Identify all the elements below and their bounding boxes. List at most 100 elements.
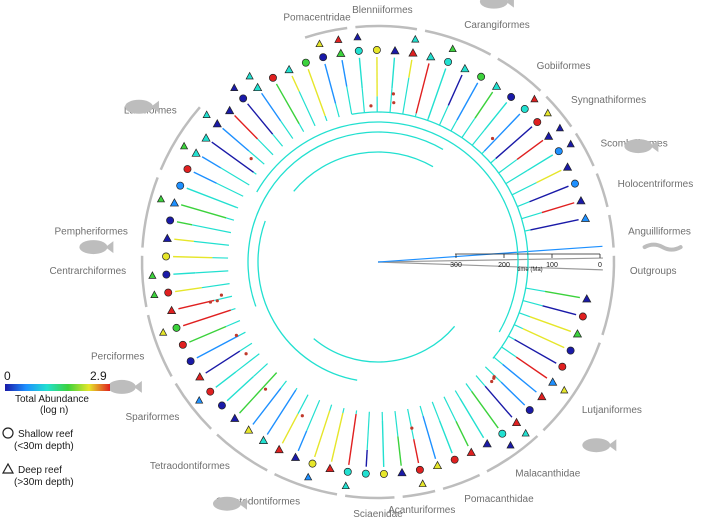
tip-branch [342, 60, 347, 86]
clade-label-7: Anguilliformes [628, 226, 691, 237]
stem-branch [258, 139, 273, 155]
shallow-reef-marker [187, 358, 194, 365]
node-dot [264, 388, 267, 391]
deep-reef-marker [549, 378, 557, 385]
stem-branch [343, 408, 344, 413]
stem-branch [254, 364, 268, 377]
deep-reef-marker [409, 49, 417, 56]
tip-branch [409, 60, 412, 78]
shallow-reef-marker [534, 118, 541, 125]
stem-branch [236, 354, 259, 372]
tip-branch [223, 128, 249, 151]
tip-branch [457, 83, 478, 120]
node-dot [491, 137, 494, 140]
shallow-reef-label: Shallow reef [18, 429, 73, 440]
shallow-reef-marker [173, 324, 180, 331]
clade-label-11: Pomacanthidae [464, 494, 534, 505]
time-tick-label: 0 [598, 262, 602, 269]
stem-branch [519, 313, 530, 317]
deep-reef-marker [567, 140, 574, 147]
stem-branch [455, 391, 460, 399]
stem-branch [237, 207, 238, 208]
stem-branch [502, 347, 517, 357]
stem-branch [462, 118, 475, 137]
clade-ring-10 [487, 436, 537, 471]
deep-reef-marker [522, 430, 529, 437]
deep-reef-marker [181, 142, 188, 149]
tip-branch [485, 386, 512, 417]
deep-reef-marker [316, 40, 323, 47]
deep-reef-marker [254, 83, 262, 90]
stem-branch [485, 367, 501, 382]
tip-branch [529, 186, 568, 202]
tip-branch [175, 288, 202, 292]
deep-reef-marker [213, 120, 221, 127]
clade-ring-19 [142, 177, 157, 247]
shallow-reef-marker [165, 289, 172, 296]
shallow-reef-marker [521, 105, 528, 112]
tip-branch [315, 411, 330, 457]
tip-branch [530, 220, 578, 230]
time-tick-label: 300 [450, 262, 462, 269]
deep-reef-marker [544, 109, 551, 116]
tip-branch [439, 420, 452, 453]
deep-reef-marker [507, 442, 514, 449]
legend: 0 2.9 Total Abundance (log n) Shallow re… [3, 369, 110, 488]
stem-branch [508, 336, 514, 339]
stem-branch [217, 183, 244, 196]
clade-label-6: Holocentriformes [618, 179, 694, 190]
tip-markers [149, 33, 591, 488]
clade-label-2: Carangiformes [464, 20, 530, 31]
shallow-reef-marker [508, 93, 515, 100]
sweeper-icon [79, 240, 113, 254]
tip-branch [177, 222, 192, 225]
deep-reef-marker [337, 49, 345, 56]
shallow-reef-marker [163, 271, 170, 278]
clade-ring-16 [176, 384, 211, 429]
backbone-arc [352, 112, 528, 358]
tip-branch [423, 416, 435, 459]
stem-branch [296, 388, 297, 390]
stem-branch [221, 168, 249, 185]
tip-branch [517, 140, 543, 159]
stem-branch [428, 119, 429, 121]
tip-branch [183, 310, 231, 326]
shallow-reef-marker [451, 456, 458, 463]
stem-branch [325, 116, 327, 121]
deep-reef-marker [151, 291, 158, 298]
shallow-reef-marker [567, 347, 574, 354]
clade-label-19: Pempheriformes [55, 226, 128, 237]
deep-reef-marker [192, 149, 200, 156]
tip-branch [382, 421, 383, 467]
tip-branch [416, 63, 429, 113]
deep-reef-marker [561, 387, 568, 394]
clade-ring-4 [546, 97, 571, 127]
shallow-reef-marker [380, 470, 387, 477]
stem-branch [525, 230, 531, 231]
clade-ring-2 [425, 31, 491, 55]
deep-reef-marker [157, 195, 164, 202]
backbone-arc [294, 152, 433, 191]
tip-branch [189, 327, 226, 343]
outgroup-branch [378, 262, 603, 270]
clade-ring-12 [403, 491, 435, 497]
clade-ring-3 [498, 59, 541, 91]
tip-branch [187, 188, 237, 207]
deep-reef-marker [513, 418, 521, 425]
deep-reef-marker [545, 132, 553, 139]
tip-branch [276, 84, 299, 124]
stem-branch [192, 225, 231, 233]
tip-branch [392, 58, 394, 88]
stem-branch [526, 288, 545, 291]
jack-fish-icon [480, 0, 514, 9]
stem-branch [239, 332, 246, 335]
backbone-arc [257, 122, 518, 332]
clade-ring-7 [609, 215, 613, 248]
shallow-reef-circle-icon [3, 428, 13, 438]
deep-reef-marker [573, 330, 581, 337]
stem-branch [273, 134, 283, 146]
tip-branch [308, 69, 325, 116]
stem-branch [439, 105, 448, 125]
stem-branch [444, 397, 456, 421]
